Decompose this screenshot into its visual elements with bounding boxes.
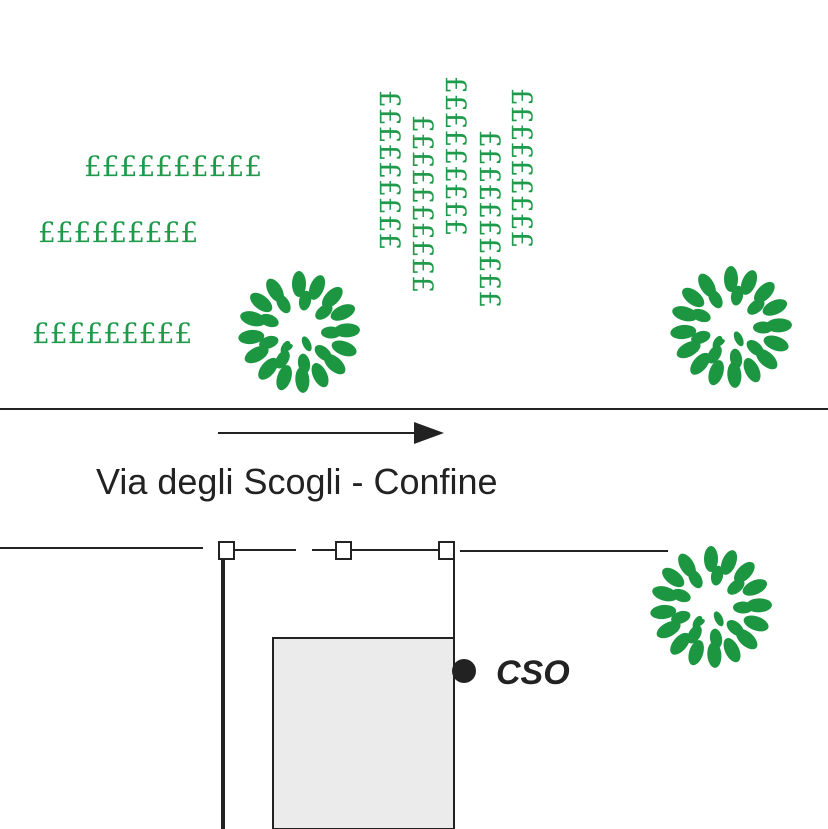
hedge-row: £££££££££ — [32, 317, 192, 350]
hedge-column: ££££££££££ — [473, 130, 506, 308]
street-name: Via degli Scogli - Confine — [96, 461, 498, 502]
boundary-fence — [0, 547, 668, 552]
hedge-column: £££££££££ — [373, 90, 406, 250]
point-label: CSO — [496, 654, 570, 692]
hedge-column: £££££££££ — [439, 76, 472, 236]
hedge-column: £££££££££ — [505, 88, 538, 248]
hedge-column: ££££££££££ — [406, 115, 439, 293]
direction-arrow-icon — [218, 422, 444, 444]
fence-posts — [218, 541, 455, 560]
hedge-row: £££££££££ — [38, 216, 198, 249]
hedge-row: ££££££££££ — [84, 150, 262, 183]
point-marker-icon — [452, 659, 476, 683]
building — [272, 637, 455, 829]
tree-icon — [237, 271, 361, 394]
tree-icon — [649, 546, 773, 669]
tree-icon — [669, 266, 793, 389]
